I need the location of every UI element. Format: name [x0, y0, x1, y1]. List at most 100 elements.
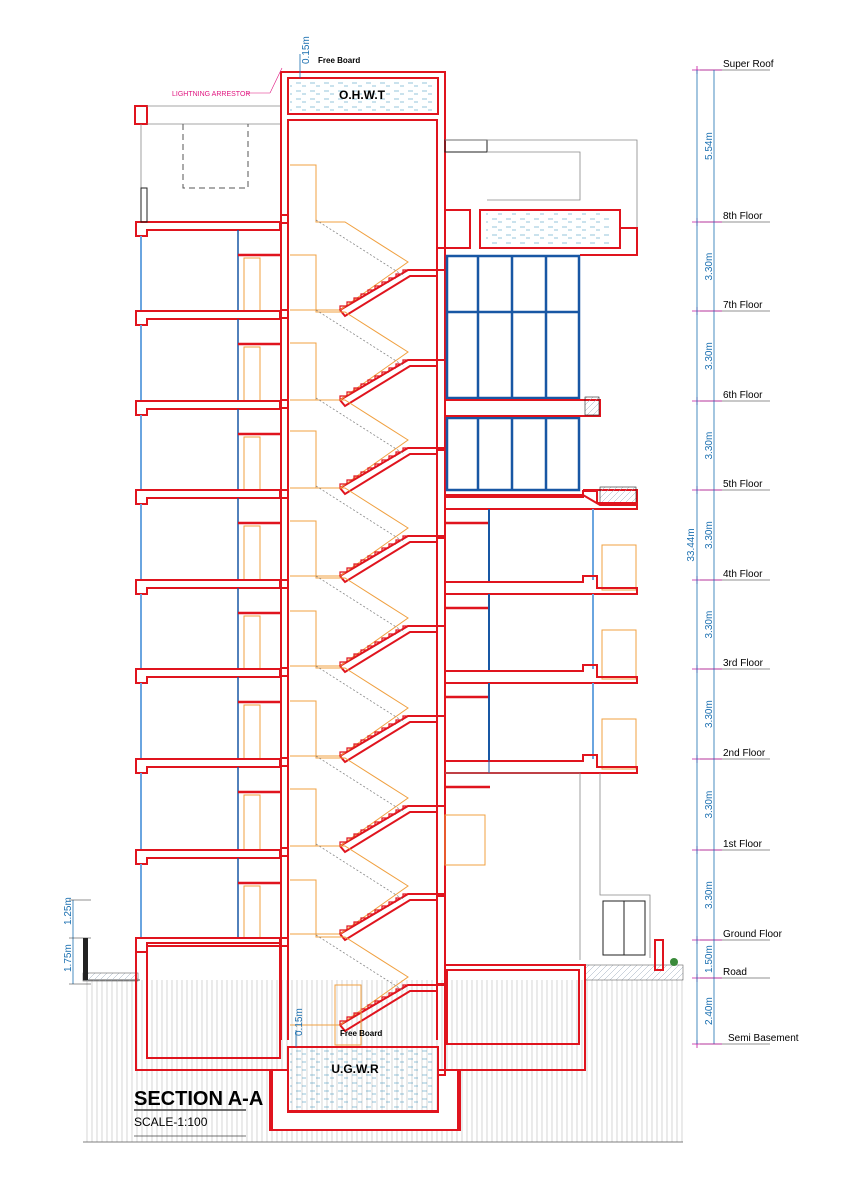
gate-pillar [654, 939, 664, 971]
stair-tread [360, 471, 368, 476]
stair-handrail [315, 934, 405, 992]
core-slab [280, 667, 289, 677]
stair-tread [374, 375, 382, 380]
roof-structure [134, 71, 638, 256]
landing-wall [437, 447, 446, 539]
stair-handrail [315, 219, 405, 277]
level-label: Semi Basement [728, 1033, 799, 1044]
stair-tread [388, 543, 396, 548]
stair-tread [388, 723, 396, 728]
level-label: Super Roof [723, 59, 774, 70]
level-span-dim: 3.30m [704, 342, 715, 370]
stair-tread [381, 905, 389, 910]
door [601, 629, 637, 680]
stair-tread [402, 805, 410, 810]
total-height-dim: 33.44m [686, 528, 697, 561]
stair-tread [353, 297, 361, 302]
door [243, 257, 261, 312]
stair-tread [367, 645, 375, 650]
stair-tread [402, 984, 410, 989]
level-label: 8th Floor [723, 211, 763, 222]
stair-tread [360, 383, 368, 388]
plinth-dim: 1.75m [63, 944, 74, 972]
stair-tread [381, 459, 389, 464]
stair-tread [367, 555, 375, 560]
stair-tread [353, 1012, 361, 1017]
stair-tread [353, 475, 361, 480]
stair-tread [381, 547, 389, 552]
door [601, 718, 637, 770]
floor-slab [445, 664, 638, 684]
stair-tread [367, 467, 375, 472]
stair-tread [353, 387, 361, 392]
core-slab [280, 937, 289, 947]
ground-wall [445, 772, 581, 960]
stair-tread [388, 277, 396, 282]
stair-tread [339, 661, 347, 666]
level-label: 5th Floor [723, 479, 763, 490]
stair-tread [339, 483, 347, 488]
stair-flight [338, 447, 438, 496]
stair-tread [402, 893, 410, 898]
stair-tread [360, 293, 368, 298]
landing-wall [437, 535, 446, 627]
stair-flight [338, 715, 438, 764]
floor-slab [135, 849, 281, 865]
door [243, 615, 261, 670]
stair-handrail [315, 485, 405, 543]
level-span-dim: 3.30m [704, 521, 715, 549]
door [243, 346, 261, 402]
stair-tread [353, 653, 361, 658]
floor-slab [135, 668, 281, 684]
floor-slab [135, 758, 281, 774]
floor-slab [135, 310, 281, 326]
stair-tread [339, 1020, 347, 1025]
stair-tread [346, 1016, 354, 1021]
stair-tread [353, 833, 361, 838]
left-wing [135, 221, 281, 953]
stair-tread [374, 285, 382, 290]
floor-slab [135, 489, 281, 505]
stair-tread [346, 837, 354, 842]
level-span-dim: 5.54m [704, 132, 715, 160]
stair-tread [374, 1000, 382, 1005]
stair-tread [339, 751, 347, 756]
landing-wall [437, 805, 446, 897]
stair-tread [374, 551, 382, 556]
level-label: 1st Floor [723, 839, 763, 850]
door [243, 704, 261, 760]
stair-tread [360, 649, 368, 654]
planter [599, 486, 637, 504]
planter [584, 396, 600, 416]
level-label: Road [723, 967, 747, 978]
level-label: Ground Floor [723, 929, 783, 940]
core-slab [280, 399, 289, 409]
stair-tread [402, 269, 410, 274]
ground-wall [599, 773, 651, 958]
stair-tread [367, 913, 375, 918]
floor-slab [445, 575, 638, 595]
stair-tread [388, 633, 396, 638]
level-span-dim: 3.30m [704, 253, 715, 281]
core-slab [280, 489, 289, 499]
stair-tread [367, 289, 375, 294]
stair-tread [402, 625, 410, 630]
stair-tread [360, 829, 368, 834]
stair-tread [360, 739, 368, 744]
right-wing [444, 254, 678, 971]
basement-door [334, 984, 362, 1046]
core-slab [280, 757, 289, 767]
floor-slab [445, 754, 638, 774]
free-board-top-dim: 0.15m [301, 36, 312, 64]
stair-tread [360, 917, 368, 922]
floor-slab [135, 221, 281, 237]
level-span-dim: 1.50m [704, 945, 715, 973]
door [243, 525, 261, 581]
ugwr-label: U.G.W.R [331, 1062, 379, 1076]
stair-tread [381, 281, 389, 286]
free-board-top-label: Free Board [318, 56, 360, 65]
plant [670, 958, 678, 966]
lightning-arrestor-label: LIGHTNING ARRESTOR [172, 91, 250, 98]
free-board-bottom-label: Free Board [340, 1029, 382, 1038]
floor-slab [135, 937, 281, 953]
